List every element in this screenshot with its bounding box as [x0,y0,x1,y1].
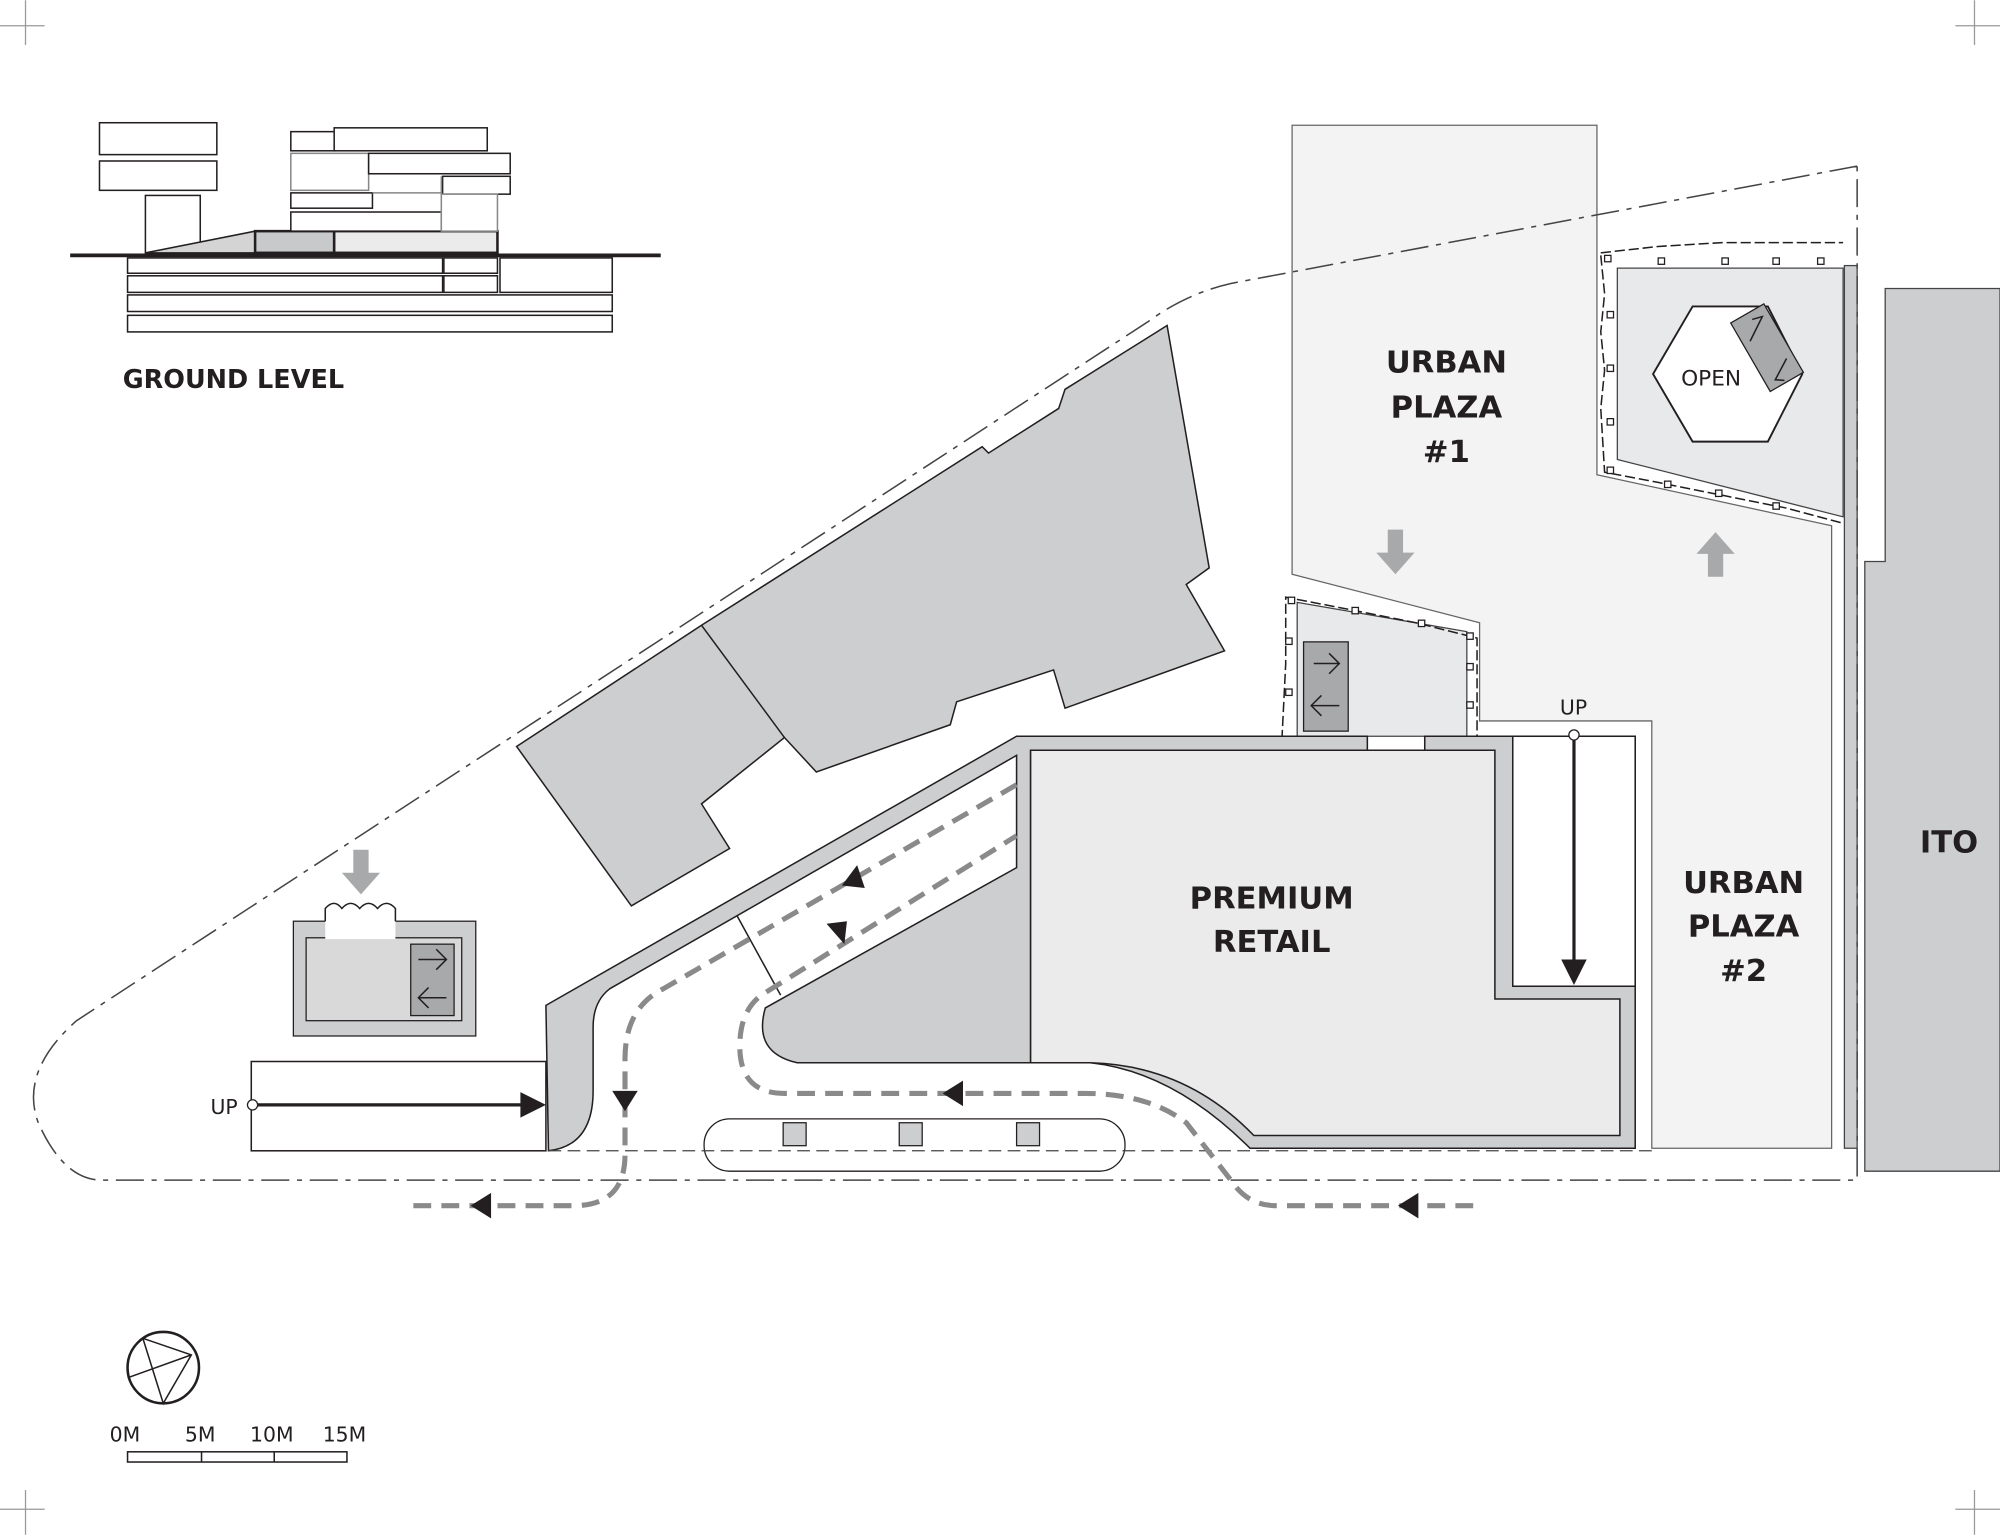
ramp-arrow-icon [1561,959,1587,985]
arrow-up-icon [1696,532,1735,577]
right-ramp-up-label: UP [1560,696,1587,720]
planter-edge [1599,255,1844,524]
plaza1-label-3: #1 [1423,435,1470,470]
left-ramp-up-label: UP [210,1095,237,1119]
bollard-posts [782,1122,1041,1147]
urban-plaza-1-area [1291,124,1833,1149]
section-diagram [70,121,661,333]
retail-label-2: RETAIL [1213,925,1331,960]
plaza1-label-2: PLAZA [1391,390,1503,425]
planter-edge-2 [1600,241,1844,254]
premium-retail-area [1029,749,1621,1137]
site-boundary [32,165,1858,1181]
plaza2-label-2: PLAZA [1688,910,1800,945]
open-elevator-icon [1729,303,1805,393]
bollards [1285,254,1825,709]
entrance-pavilion [292,900,477,1037]
plaza2-label-3: #2 [1720,954,1767,989]
scale-label-15: 15M [323,1423,367,1447]
edge-wall [1843,264,1858,1149]
pedestrian-arrows [341,529,1735,895]
direction-arrows [470,865,1419,1219]
building-divider [700,624,786,738]
plaza1-label-1: URBAN [1386,346,1507,381]
retail-label-1: PREMIUM [1190,881,1354,916]
scale-bar [126,1451,348,1463]
drive-divider [736,915,782,996]
existing-building [515,324,1226,907]
ito-building [1864,287,2000,1172]
north-arrow-icon [126,1330,201,1406]
arrow-down-icon [341,849,381,895]
elevator-icon [1302,641,1349,732]
ito-label: ITO [1920,825,1978,860]
scale-label-0: 0M [110,1423,141,1447]
scale-label-5: 5M [185,1423,216,1447]
scale-label-10: 10M [250,1423,294,1447]
ramp-arrow-icon [520,1092,546,1118]
plaza2-label-1: URBAN [1683,866,1804,901]
arrow-down-icon [1376,529,1415,575]
open-label: OPEN [1681,366,1741,391]
section-title: GROUND LEVEL [123,365,344,395]
